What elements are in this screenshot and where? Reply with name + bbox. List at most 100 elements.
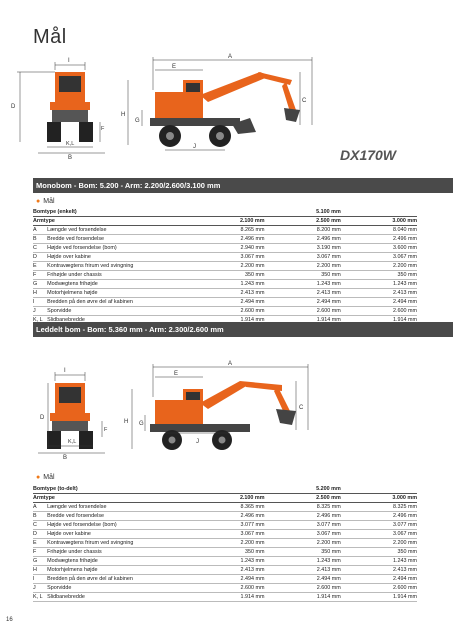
table-cell-label: Modvægtens frihøjde (47, 279, 189, 289)
table-cell-c2: 2.413 mm (264, 565, 341, 575)
table-cell-c2: 1.243 mm (264, 556, 341, 566)
table-cell-k: J (33, 306, 48, 316)
table-cell-label: Bredden på den øvre del af kabinen (47, 297, 189, 307)
table-cell-c3: 1.914 mm (340, 592, 417, 602)
section-subhead-1: ● Mål (36, 198, 55, 205)
table-cell-c3: 2.494 mm (340, 574, 417, 584)
table-cell-c1: 8.265 mm (188, 225, 265, 235)
label-C: C (299, 405, 304, 411)
table-cell-k: G (33, 556, 48, 566)
table-cell-c2: 3.067 mm (264, 529, 341, 539)
table-cell-c1: 3.067 mm (188, 252, 265, 262)
label-H: H (124, 419, 128, 425)
table-cell-label: Sporvidde (47, 306, 189, 316)
table-cell-c3: 1.243 mm (340, 279, 417, 289)
dimension-diagram-articulated: I D K,L B F A E C H G J (38, 361, 309, 460)
table-cell-k: A (33, 502, 48, 512)
table-cell-k: D (33, 252, 48, 262)
label-D: D (11, 104, 16, 110)
table-cell-label: Højde ved forsendelse (bom) (47, 520, 189, 530)
table-cell-c2: 1.914 mm (264, 592, 341, 602)
label-G: G (139, 421, 144, 427)
spec-table-monoboom: Bomtype (enkelt) 5.100 mm Armtype 2.100 … (33, 208, 417, 325)
table-cell-c1: 2.200 mm (188, 538, 265, 548)
table-cell-c3: 350 mm (340, 270, 417, 280)
table-cell-c3: 8.325 mm (340, 502, 417, 512)
table-cell-label: Frihøjde under chassis (47, 547, 189, 557)
table-cell-c3: 2.494 mm (340, 297, 417, 307)
table-header-row: Armtype 2.100 mm 2.500 mm 3.000 mm (33, 493, 417, 503)
table-cell-label: Højde ved forsendelse (bom) (47, 243, 189, 253)
table-cell-k: A (33, 225, 48, 235)
table-cell-label: Slidbanebredde (47, 592, 189, 602)
table-cell-c1: 2.494 mm (188, 297, 265, 307)
table-cell-label: Bredde ved forsendelse (47, 511, 189, 521)
table-cell-k: B (33, 234, 48, 244)
table-cell-label: Kontravægtens frirum ved svingning (47, 261, 189, 271)
table-cell-c1: 2.200 mm (188, 261, 265, 271)
table-cell-k: C (33, 243, 48, 253)
table-cell-c3: 2.600 mm (340, 583, 417, 593)
table-cell-c3: 3.600 mm (340, 243, 417, 253)
label-KL: K,L (66, 141, 74, 147)
label-B: B (68, 155, 72, 160)
table-cell-c2: 2.494 mm (264, 297, 341, 307)
dimension-diagram-monoboom: I D K,L B F A E C H G J (11, 54, 313, 160)
table-cell-k: F (33, 547, 48, 557)
table-group-row: Bomtype (enkelt) 5.100 mm (33, 208, 417, 217)
table-cell-c2: 2.600 mm (264, 306, 341, 316)
table-cell-c1: 2.496 mm (188, 234, 265, 244)
table-cell-label: Motorhjelmens højde (47, 565, 189, 575)
label-J: J (196, 439, 199, 445)
table-cell-k: D (33, 529, 48, 539)
label-B: B (63, 455, 67, 460)
table-cell-label: Højde over kabine (47, 252, 189, 262)
label-D: D (40, 415, 45, 421)
table-cell-c2: 2.496 mm (264, 234, 341, 244)
table-cell-label: Længde ved forsendelse (47, 225, 189, 235)
table-cell-c3: 2.496 mm (340, 511, 417, 521)
table-cell-label: Modvægtens frihøjde (47, 556, 189, 566)
page-number: 16 (6, 617, 13, 623)
table-cell-c1: 3.067 mm (188, 529, 265, 539)
section-band-articulated: Leddelt bom - Bom: 5.360 mm - Arm: 2.300… (33, 322, 453, 337)
table-cell-c3: 3.067 mm (340, 252, 417, 262)
table-cell-c1: 1.243 mm (188, 279, 265, 289)
table-cell-k: K, L (33, 592, 48, 602)
table-cell-c1: 2.494 mm (188, 574, 265, 584)
table-cell-k: I (33, 574, 48, 584)
front-view-machine (47, 383, 93, 449)
table-cell-k: H (33, 288, 48, 298)
table-cell-c3: 2.600 mm (340, 306, 417, 316)
table-cell-label: Bredden på den øvre del af kabinen (47, 574, 189, 584)
table-cell-label: Motorhjelmens højde (47, 288, 189, 298)
table-cell-c3: 2.200 mm (340, 538, 417, 548)
table-cell-c1: 350 mm (188, 547, 265, 557)
label-F: F (104, 427, 108, 433)
table-cell-c2: 2.413 mm (264, 288, 341, 298)
dx170w-logo: DX170W (340, 147, 398, 163)
table-cell-c1: 3.077 mm (188, 520, 265, 530)
side-view-machine (150, 72, 300, 147)
table-cell-c1: 1.243 mm (188, 556, 265, 566)
table-cell-k: E (33, 261, 48, 271)
table-cell-c3: 8.040 mm (340, 225, 417, 235)
table-cell-k: B (33, 511, 48, 521)
label-G: G (135, 118, 140, 124)
label-I: I (68, 58, 70, 64)
table-cell-c3: 3.067 mm (340, 529, 417, 539)
table-cell-c1: 2.413 mm (188, 288, 265, 298)
table-cell-c3: 2.413 mm (340, 288, 417, 298)
spec-table-articulated: Bomtype (to-delt) 5.200 mm Armtype 2.100… (33, 485, 417, 602)
